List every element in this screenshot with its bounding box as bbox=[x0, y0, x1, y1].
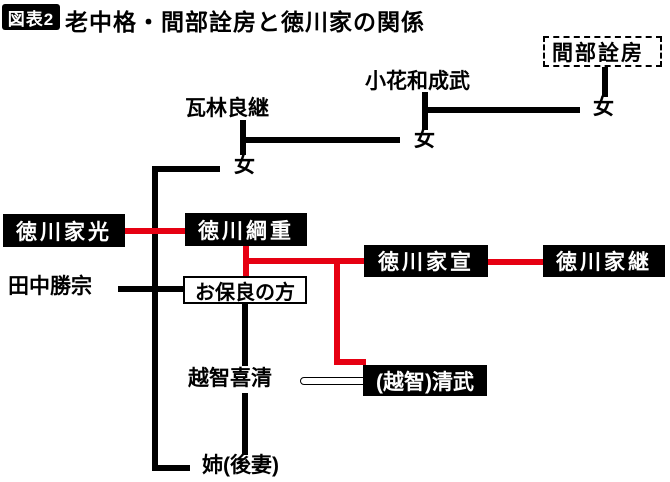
figure-number-badge: 図表2 bbox=[2, 4, 60, 30]
line-left-descent-vertical bbox=[152, 166, 158, 471]
line-to-ane bbox=[152, 465, 190, 471]
redline-corner-to-kiyotake bbox=[334, 359, 366, 365]
line-yoshikiyo-to-ane bbox=[242, 393, 248, 455]
node-ochi-kiyotake: (越智)清武 bbox=[363, 365, 487, 396]
node-manabe-akifusa: 間部詮房 bbox=[543, 36, 662, 67]
node-ohora-no-kata: お保良の方 bbox=[183, 276, 307, 304]
line-manabe-to-daughter bbox=[602, 66, 608, 97]
node-ochi-yoshikiyo: 越智喜清 bbox=[188, 367, 272, 390]
line-tanaka-to-ohora bbox=[118, 286, 183, 292]
node-ane-gosai: 姉(後妻) bbox=[202, 454, 279, 477]
node-tokugawa-ietsugu: 徳川家継 bbox=[543, 245, 665, 277]
node-daughter-wife-of-manabe: 女 bbox=[593, 96, 614, 119]
node-kobanawa-naritake: 小花和成武 bbox=[365, 70, 470, 93]
figure-title: 老中格・間部詮房と徳川家の関係 bbox=[65, 9, 425, 35]
line-ohora-to-yoshikiyo bbox=[242, 304, 248, 366]
line-branch-to-kobanawa-daughter bbox=[240, 137, 400, 143]
double-line-yoshikiyo-kiyotake bbox=[300, 377, 367, 385]
node-daughter-of-kobanawa: 女 bbox=[414, 128, 435, 151]
redline-iemitsu-tsunashige bbox=[125, 228, 185, 234]
node-tokugawa-ienobu: 徳川家宣 bbox=[364, 245, 488, 277]
line-branch-to-manabe-wife bbox=[422, 107, 580, 113]
redline-to-ienobu bbox=[243, 258, 365, 264]
node-kawarabayashi-yoshitsugu: 瓦林良継 bbox=[185, 97, 269, 120]
node-tanaka-katsumune: 田中勝宗 bbox=[8, 275, 92, 298]
node-tokugawa-tsunashige: 徳川綱重 bbox=[185, 213, 307, 246]
node-daughter-of-kawarabayashi: 女 bbox=[234, 154, 255, 177]
redline-ienobu-ietsugu bbox=[487, 259, 543, 265]
redline-down-to-kiyotake bbox=[334, 258, 340, 363]
node-tokugawa-iemitsu: 徳川家光 bbox=[3, 214, 125, 247]
line-daughter-left-horizontal bbox=[152, 166, 220, 172]
